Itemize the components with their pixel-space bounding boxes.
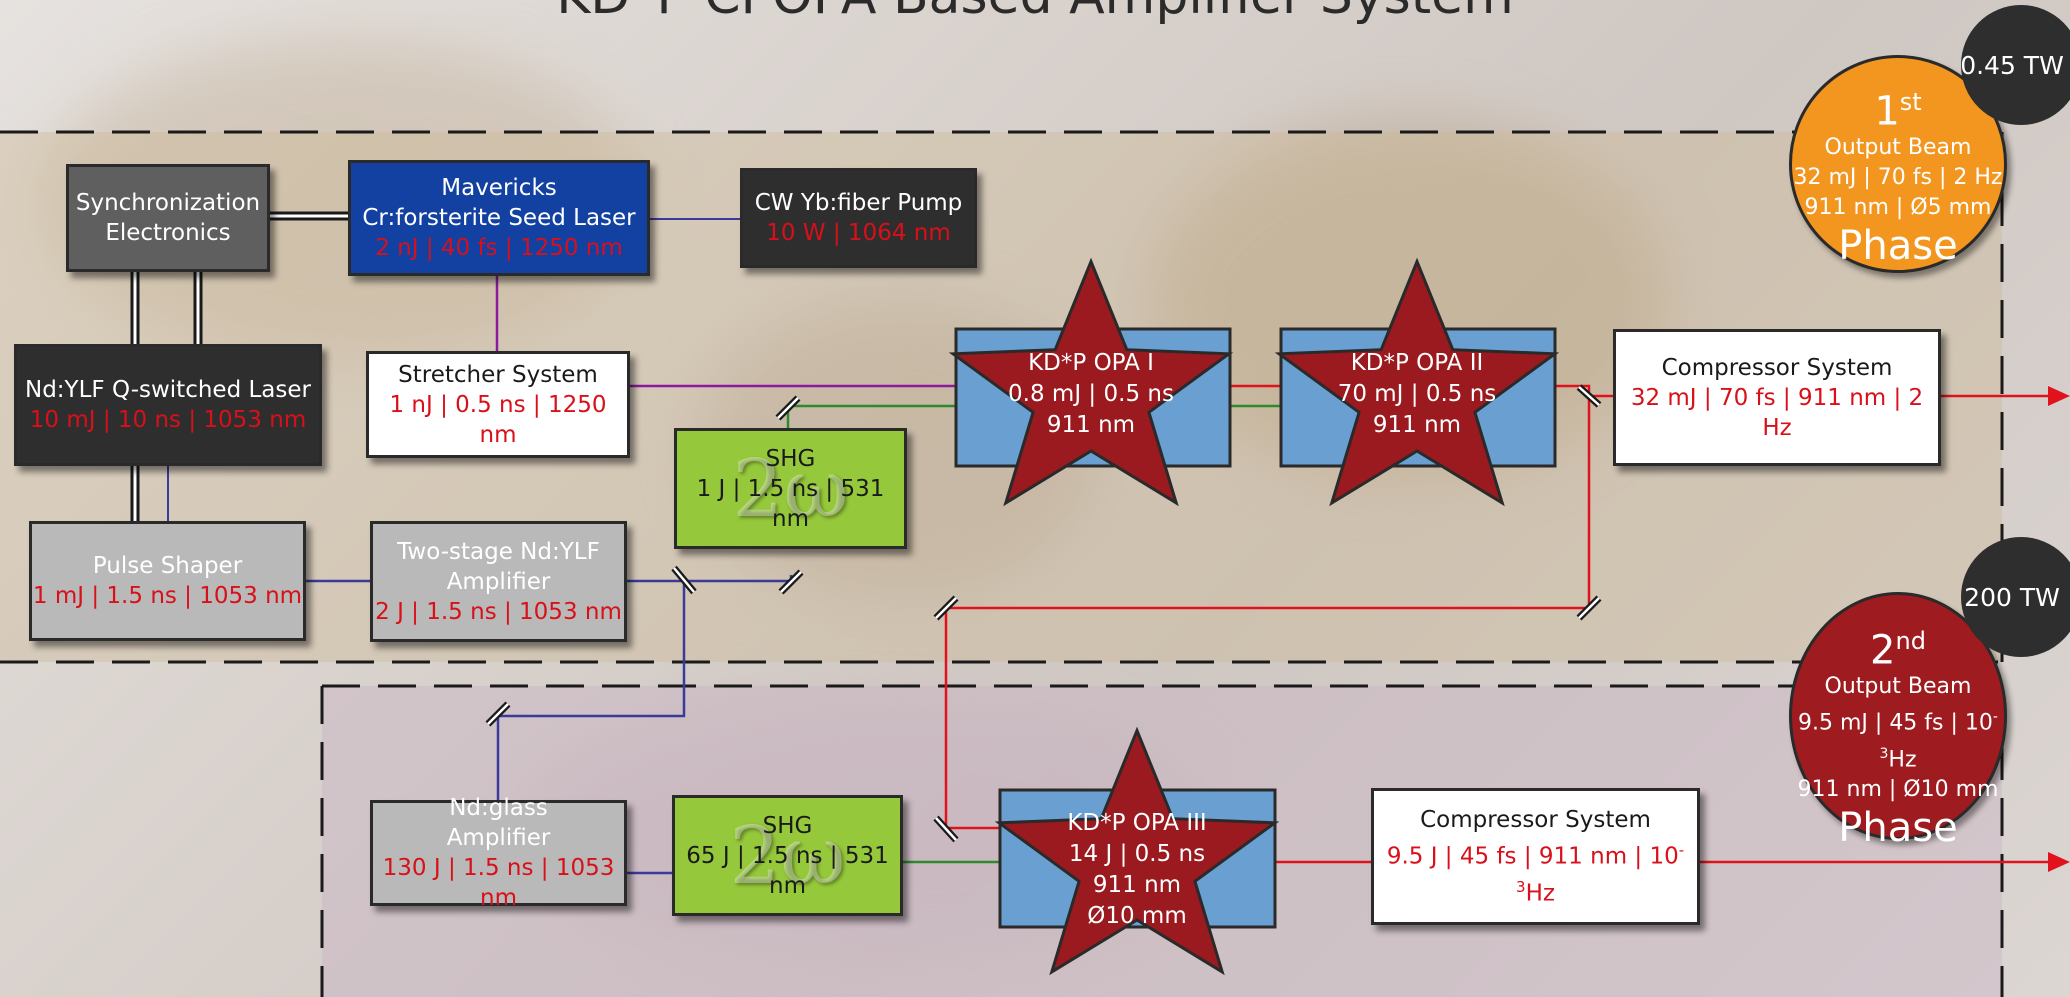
opa-name: KD*P OPA III — [1067, 810, 1207, 836]
cw-pump-block: CW Yb:fiber Pump 10 W | 1064 nm — [740, 168, 977, 268]
power-value: 200 TW — [1964, 582, 2060, 612]
phase-beam-size: 911 nm | Ø10 mm — [1797, 776, 1999, 802]
power-value: 0.45 TW — [1960, 50, 2064, 80]
block-spec: 10 W | 1064 nm — [766, 220, 951, 246]
diagram-title: KD*P CPOPA Based Amplifier System — [0, 0, 2070, 26]
block-spec: 9.5 J | 45 fs | 911 nm | 10-3Hz — [1374, 835, 1697, 908]
signal-to-opa3 — [944, 384, 1591, 830]
compressor1-block: Compressor System 32 mJ | 70 fs | 911 nm… — [1613, 329, 1941, 466]
spec-text: 9.5 J | 45 fs | 911 nm | 10 — [1386, 843, 1679, 870]
opa-spec: 0.8 mJ | 0.5 ns — [1008, 381, 1174, 407]
phase2-power-badge: 200 TW — [1961, 537, 2070, 657]
output-arrow-2 — [2048, 852, 2070, 872]
block-label: SHG — [762, 812, 813, 839]
opa-wavelength: 911 nm — [1372, 412, 1462, 438]
block-label: Electronics — [105, 220, 231, 246]
block-label: Synchronization — [75, 190, 261, 216]
shg1-block: 2ω SHG 1 J | 1.5 ns | 531 nm — [674, 428, 907, 549]
opa3-star — [994, 726, 1280, 976]
sync-electronics-block: Synchronization Electronics — [66, 164, 270, 272]
mirrors — [487, 386, 1600, 841]
phase-ordinal: 2nd — [1792, 619, 2004, 672]
block-spec: 1 nJ | 0.5 ns | 1250 nm — [389, 391, 607, 448]
phase-beam-label: Output Beam — [1824, 135, 1972, 161]
pump-path-3 — [496, 581, 686, 800]
opa2-star — [1274, 257, 1560, 507]
block-spec: 2 J | 1.5 ns | 1053 nm — [375, 598, 622, 625]
block-spec: 32 mJ | 70 fs | 911 nm | 2 Hz — [1630, 384, 1924, 441]
stretcher-block: Stretcher System 1 nJ | 0.5 ns | 1250 nm — [366, 351, 630, 458]
opa1-star — [948, 257, 1234, 507]
phase-beam-spec: 32 mJ | 70 fs | 2 Hz — [1793, 165, 2003, 191]
opa1-label: KD*P OPA I 0.8 mJ | 0.5 ns 911 nm — [991, 348, 1191, 441]
opa-spec: 70 mJ | 0.5 ns — [1337, 381, 1497, 407]
block-label: Amplifier — [446, 568, 551, 595]
compressor2-block: Compressor System 9.5 J | 45 fs | 911 nm… — [1371, 788, 1700, 925]
phase-beam-size: 911 nm | Ø5 mm — [1804, 195, 1992, 221]
opa-aperture: Ø10 mm — [1087, 903, 1187, 929]
output-arrow-1 — [2048, 386, 2070, 406]
block-spec: 1 mJ | 1.5 ns | 1053 nm — [32, 583, 303, 609]
spec-unit: Hz — [1525, 880, 1555, 907]
block-spec: 1 J | 1.5 ns | 531 nm — [696, 475, 885, 532]
ordinal-number: 1 — [1874, 88, 1900, 135]
block-label: Pulse Shaper — [92, 553, 243, 579]
opa-wavelength: 911 nm — [1092, 872, 1182, 898]
phase1-power-badge: 0.45 TW — [1960, 5, 2070, 125]
opa-name: KD*P OPA II — [1350, 350, 1484, 376]
phase-beam-spec: 9.5 mJ | 45 fs | 10-3Hz — [1792, 702, 2004, 775]
block-label: Compressor System — [1661, 354, 1893, 381]
ndglass-amplifier-block: Nd:glass Amplifier 130 J | 1.5 ns | 1053… — [370, 795, 627, 911]
block-label: Nd:glass — [449, 795, 548, 821]
block-spec: 2 nJ | 40 fs | 1250 nm — [375, 235, 623, 261]
block-label: Nd:YLF Q-switched Laser — [25, 377, 311, 403]
block-label: SHG — [765, 445, 816, 472]
opa2-label: KD*P OPA II 70 mJ | 0.5 ns 911 nm — [1317, 348, 1517, 441]
ordinal-suffix: st — [1899, 88, 1922, 116]
spec-text: 9.5 mJ | 45 fs | 10 — [1798, 710, 1993, 736]
opa-wavelength: 911 nm — [1046, 412, 1136, 438]
opa-spec: 14 J | 0.5 ns — [1068, 841, 1206, 867]
block-label: Compressor System — [1420, 806, 1651, 833]
ndylf-laser-block: Nd:YLF Q-switched Laser 10 mJ | 10 ns | … — [14, 344, 322, 466]
phase-name: Phase — [1838, 223, 1958, 270]
pulse-shaper-block: Pulse Shaper 1 mJ | 1.5 ns | 1053 nm — [29, 521, 306, 641]
ordinal-suffix: nd — [1895, 627, 1926, 655]
shg2-block: 2ω SHG 65 J | 1.5 ns | 531 nm — [672, 795, 903, 916]
block-label: Stretcher System — [398, 361, 598, 388]
spec-exponent: -3 — [1516, 840, 1685, 896]
ordinal-number: 2 — [1870, 627, 1896, 674]
spec-exponent: -3 — [1879, 709, 1998, 762]
block-label: CW Yb:fiber Pump — [754, 190, 963, 216]
block-spec: 65 J | 1.5 ns | 531 nm — [686, 842, 889, 899]
seed-laser-block: Mavericks Cr:forsterite Seed Laser 2 nJ … — [348, 160, 650, 276]
block-spec: 10 mJ | 10 ns | 1053 nm — [29, 407, 307, 433]
phase-ordinal: 1st — [1792, 80, 2004, 133]
block-label: Cr:forsterite Seed Laser — [362, 205, 636, 231]
block-spec: 130 J | 1.5 ns | 1053 nm — [382, 855, 615, 911]
phase2-badge: 2nd Output Beam 9.5 mJ | 45 fs | 10-3Hz … — [1789, 592, 2007, 851]
phase-name: Phase — [1838, 804, 1958, 851]
opa3-label: KD*P OPA III 14 J | 0.5 ns 911 nm Ø10 mm — [1037, 808, 1237, 932]
block-label: Amplifier — [446, 825, 551, 851]
block-label: Mavericks — [441, 175, 557, 201]
opa-name: KD*P OPA I — [1028, 350, 1154, 376]
block-label: Two-stage Nd:YLF — [397, 538, 600, 565]
two-stage-amplifier-block: Two-stage Nd:YLF Amplifier 2 J | 1.5 ns … — [370, 521, 627, 642]
phase-beam-label: Output Beam — [1824, 674, 1972, 700]
spec-unit: Hz — [1888, 746, 1917, 772]
